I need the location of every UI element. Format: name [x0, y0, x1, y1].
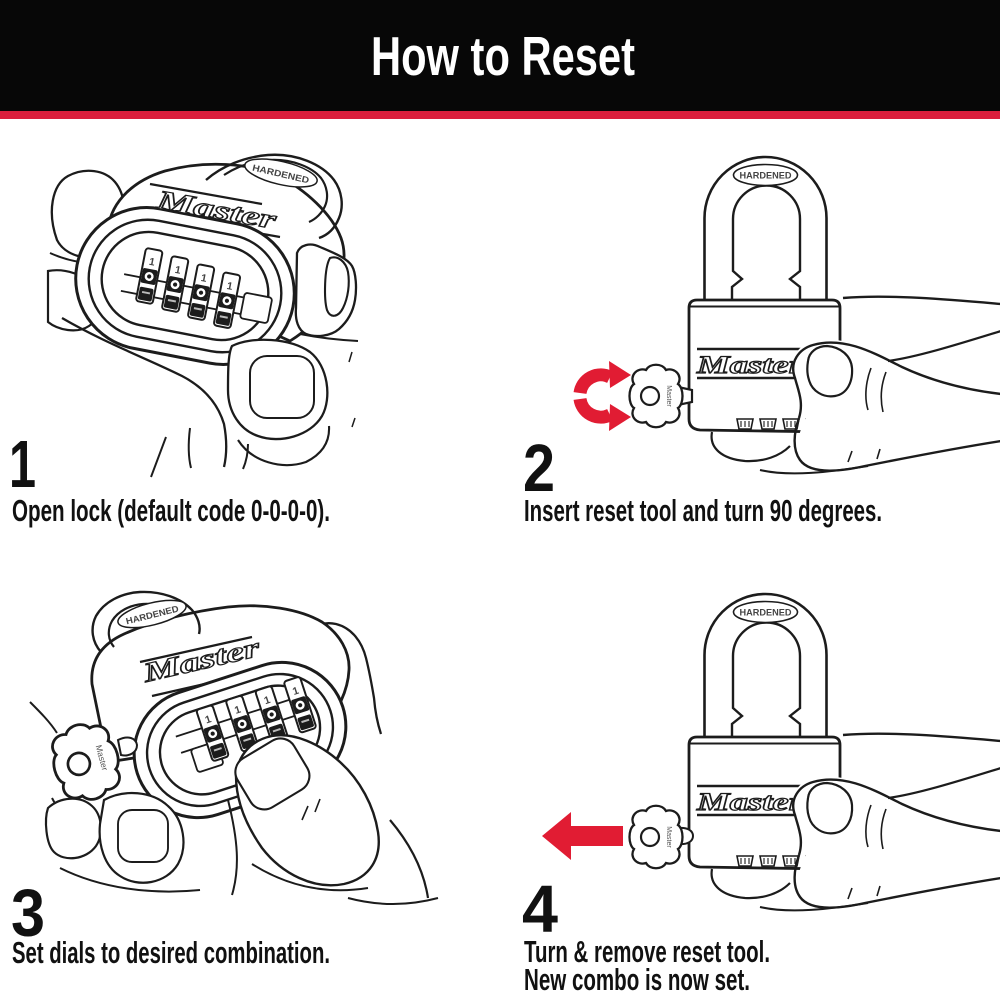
svg-text:Set dials to desired combinati: Set dials to desired combination. [12, 935, 330, 970]
svg-text:New combo is now set.: New combo is now set. [524, 962, 750, 997]
svg-text:2: 2 [523, 431, 555, 506]
svg-text:Insert reset tool and turn 90: Insert reset tool and turn 90 degrees. [524, 493, 882, 528]
svg-text:How to Reset: How to Reset [371, 25, 635, 87]
svg-text:4: 4 [522, 872, 558, 947]
svg-text:3: 3 [11, 876, 45, 951]
svg-text:Turn & remove reset tool.: Turn & remove reset tool. [524, 934, 770, 969]
svg-text:Open lock (default code 0-0-0-: Open lock (default code 0-0-0-0). [12, 493, 330, 528]
svg-text:1: 1 [9, 427, 36, 502]
